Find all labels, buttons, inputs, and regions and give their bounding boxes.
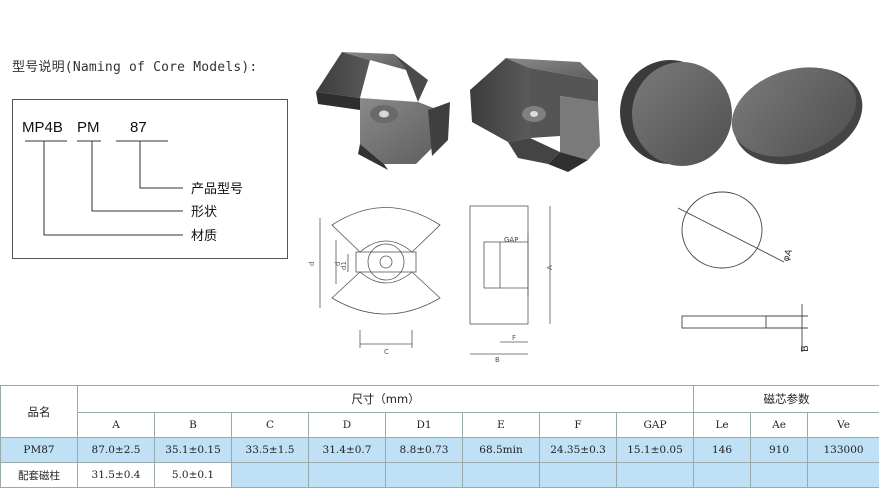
- technical-drawings: d d d1 C GAP A F B φA B: [308, 191, 811, 364]
- row-name: PM87: [0, 437, 78, 463]
- col-header-f: F: [539, 412, 617, 438]
- legend-shape: 形状: [191, 205, 217, 220]
- cell-gap: [615, 462, 695, 488]
- cell-le: 146: [693, 437, 752, 463]
- cell-a: 31.5±0.4: [77, 462, 155, 488]
- cell-c: [231, 462, 309, 488]
- cell-d: [308, 462, 386, 488]
- code-shape: PM: [77, 119, 100, 136]
- dim-label-d1: d1: [340, 261, 348, 270]
- col-header-gap: GAP: [615, 412, 695, 438]
- col-header-b: B: [154, 412, 232, 438]
- cell-ve: 133000: [807, 437, 879, 463]
- code-material: MP4B: [22, 119, 63, 136]
- naming-explanation-box: MP4B PM 87 产品型号 形状 材质: [12, 99, 288, 259]
- legend-product-model: 产品型号: [191, 182, 243, 197]
- naming-heading: 型号说明(Naming of Core Models):: [12, 60, 258, 75]
- cell-f: [539, 462, 617, 488]
- cell-a: 87.0±2.5: [77, 437, 155, 463]
- col-header-ae: Ae: [750, 412, 809, 438]
- cell-b: 35.1±0.15: [154, 437, 232, 463]
- col-header-le: Le: [693, 412, 752, 438]
- spec-table: 品名 尺寸（mm） 磁芯参数 A B C D D1 E F GAP Le Ae …: [0, 385, 879, 488]
- pm-core-half-render-1: [316, 52, 450, 170]
- disc-drawing: [677, 191, 808, 352]
- dim-label-gap: GAP: [504, 236, 518, 244]
- cell-d: 31.4±0.7: [308, 437, 386, 463]
- product-name-header: 品名: [0, 385, 78, 438]
- dim-label-a-side: A: [546, 265, 554, 270]
- table-row: PM87 87.0±2.5 35.1±0.15 33.5±1.5 31.4±0.…: [0, 437, 879, 463]
- core-part-renderings: [316, 52, 863, 172]
- col-header-d1: D1: [385, 412, 463, 438]
- dim-label-phi-a: φA: [781, 247, 795, 263]
- col-header-c: C: [231, 412, 309, 438]
- cell-f: 24.35±0.3: [539, 437, 617, 463]
- size-header: 尺寸（mm）: [76, 385, 695, 413]
- dim-label-f: F: [512, 334, 516, 342]
- table-row: 配套磁柱 31.5±0.4 5.0±0.1: [0, 462, 879, 488]
- legend-material: 材质: [191, 229, 217, 244]
- core-disc-render-1: [620, 60, 732, 166]
- dim-label-d: d: [334, 262, 342, 266]
- cell-e: [462, 462, 540, 488]
- dim-label-c: C: [384, 348, 389, 356]
- row-name: 配套磁柱: [0, 462, 78, 488]
- dim-label-b: B: [495, 356, 500, 364]
- core-disc-render-2: [731, 67, 863, 165]
- code-size: 87: [130, 119, 147, 136]
- cell-gap: 15.1±0.05: [615, 437, 695, 463]
- side-view-drawing: [469, 205, 551, 355]
- cell-ae: 910: [750, 437, 809, 463]
- cell-e: 68.5min: [462, 437, 540, 463]
- naming-diagram: MP4B PM 87 产品型号 形状 材质: [22, 119, 243, 244]
- cell-ve: [807, 462, 879, 488]
- col-header-a: A: [77, 412, 155, 438]
- pm-core-half-render-2: [470, 58, 600, 172]
- core-params-header: 磁芯参数: [693, 385, 879, 413]
- cell-c: 33.5±1.5: [231, 437, 309, 463]
- col-header-ve: Ve: [807, 412, 879, 438]
- cell-b: 5.0±0.1: [154, 462, 232, 488]
- cell-le: [693, 462, 752, 488]
- cell-ae: [750, 462, 809, 488]
- cell-d1: 8.8±0.73: [385, 437, 463, 463]
- dim-label-b-disc: B: [800, 345, 811, 352]
- col-header-d: D: [308, 412, 386, 438]
- dim-label-a-front: d: [308, 262, 316, 266]
- front-view-drawing: [319, 207, 441, 348]
- cell-d1: [385, 462, 463, 488]
- col-header-e: E: [462, 412, 540, 438]
